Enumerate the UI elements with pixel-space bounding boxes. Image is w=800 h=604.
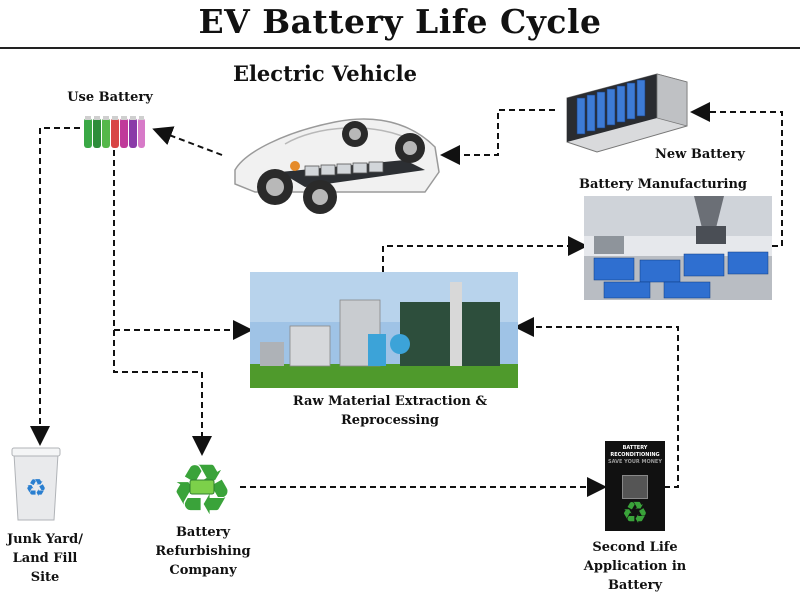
arrow-manufacturing-to-new-battery	[690, 102, 783, 247]
battery-cells-image	[84, 116, 145, 148]
junk-yard-label: Junk Yard/ Land Fill Site	[0, 530, 90, 587]
second-life-label-line3: Battery	[607, 578, 663, 593]
refurbishing-recycle-image: ♻	[171, 452, 234, 524]
use-battery-label: Use Battery	[67, 90, 153, 105]
raw-material-label: Raw Material Extraction & Reprocessing	[270, 392, 510, 430]
raw-material-label-line2: Reprocessing	[341, 413, 439, 428]
poster-line3: SAVE YOUR MONEY	[608, 459, 662, 465]
refurbishing-label: Battery Refurbishing Company	[138, 523, 268, 580]
arrow-raw-material-to-manufacturing	[382, 236, 588, 272]
raw-material-label-line1: Raw Material Extraction &	[292, 394, 488, 409]
recycle-bin-image: ♻	[11, 447, 61, 521]
new-battery-label: New Battery	[655, 147, 745, 162]
poster-line1: BATTERY	[622, 445, 648, 451]
battery-manufacturing-image	[584, 196, 772, 300]
poster-recycle-icon: ♻	[621, 496, 649, 531]
refurbishing-label-line3: Company	[169, 563, 237, 578]
second-life-label-line2: Application in	[583, 559, 687, 574]
raw-material-plant-image	[250, 272, 518, 388]
electric-vehicle-image	[234, 118, 440, 214]
electric-vehicle-label: Electric Vehicle	[232, 61, 418, 86]
second-life-label-line1: Second Life	[592, 540, 678, 555]
page-title: EV Battery Life Cycle	[198, 2, 602, 41]
poster-battery-icon	[622, 475, 648, 499]
refurbishing-label-line1: Battery	[175, 525, 231, 540]
battery-reconditioning-poster: BATTERY RECONDITIONING SAVE YOUR MONEY ♻	[605, 441, 665, 531]
recycle-icon: ♻	[25, 474, 47, 502]
second-life-label: Second Life Application in Battery	[565, 538, 705, 595]
title-divider	[0, 47, 800, 49]
battery-manufacturing-label: Battery Manufacturing	[578, 177, 748, 192]
arrow-second-life-to-raw-material	[514, 317, 679, 488]
arrow-use-battery-to-refurbishing	[113, 330, 212, 456]
poster-line2: RECONDITIONING	[610, 452, 660, 458]
new-battery-pack-image	[566, 73, 688, 153]
junk-yard-label-line2: Land Fill	[12, 551, 78, 566]
arrow-vehicle-to-use-battery	[152, 126, 223, 156]
arrow-new-battery-to-vehicle	[440, 109, 555, 165]
arrow-use-battery-to-junkyard	[30, 127, 80, 446]
junk-yard-label-line1: Junk Yard/	[7, 532, 83, 547]
refurbishing-label-line2: Refurbishing	[155, 544, 251, 559]
junk-yard-label-line3: Site	[30, 570, 60, 585]
